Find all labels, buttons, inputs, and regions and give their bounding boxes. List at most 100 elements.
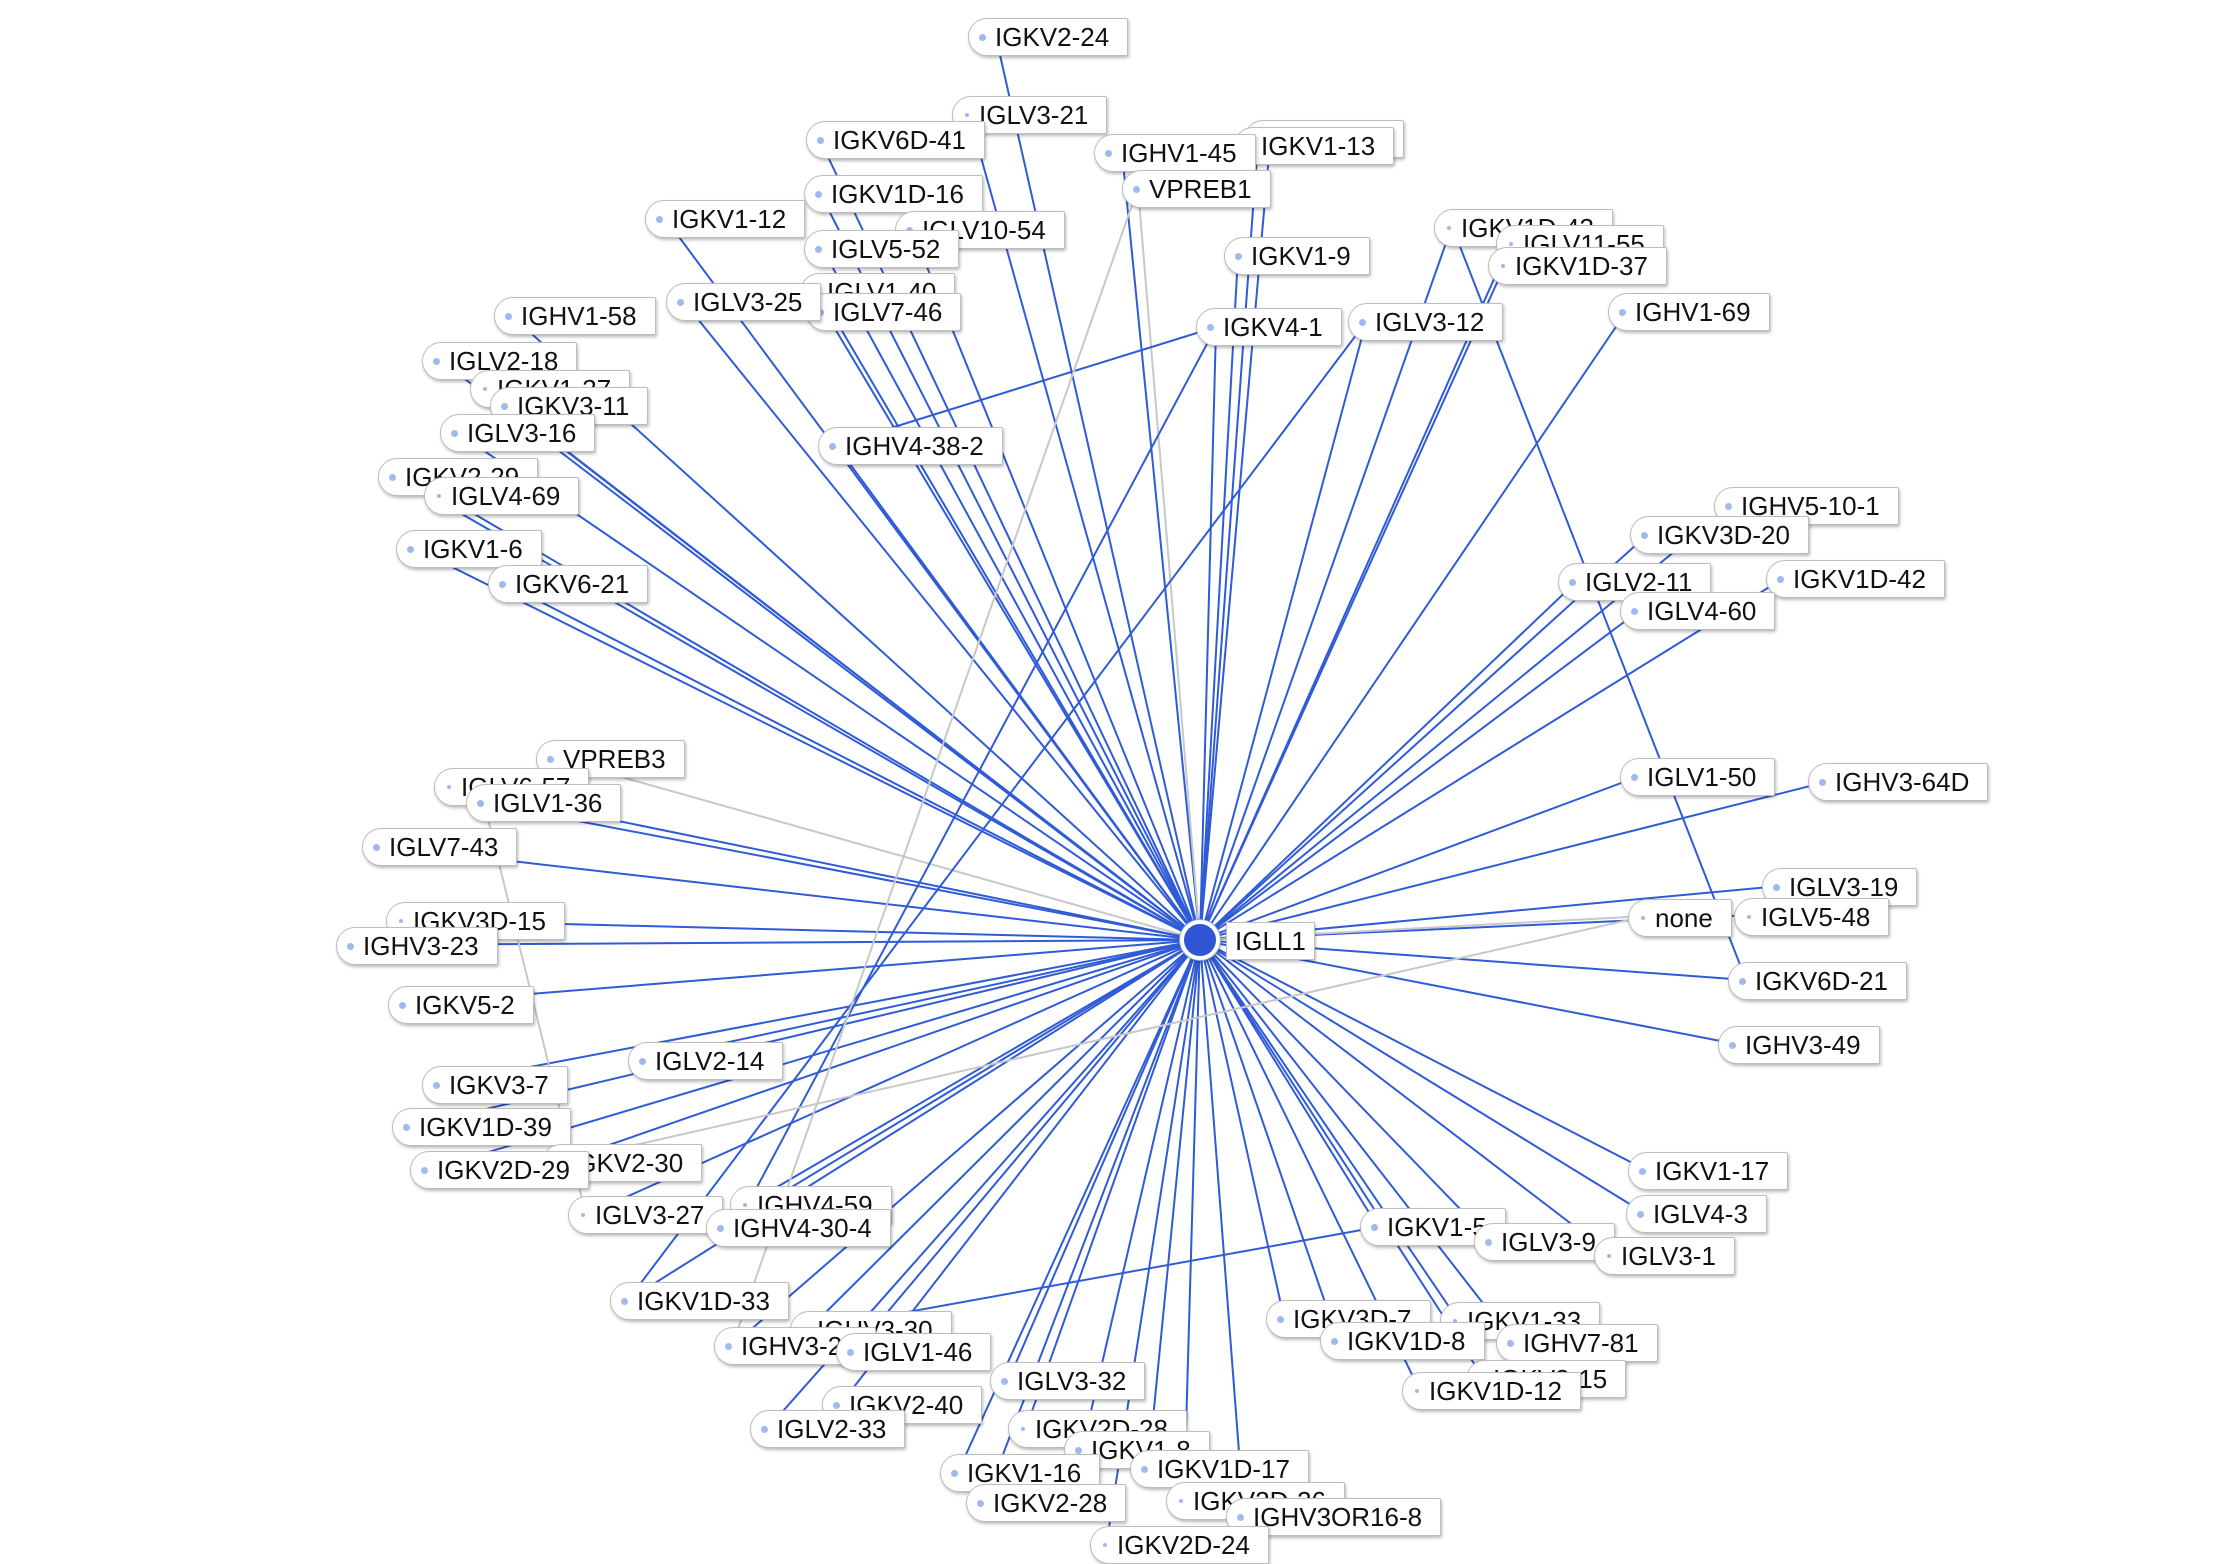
- node-dot-icon: [717, 1224, 724, 1232]
- node-igkv1-13[interactable]: IGKV1-13: [1234, 127, 1395, 165]
- node-igkv2-24[interactable]: IGKV2-24: [968, 18, 1129, 56]
- node-iglv1-46[interactable]: IGLV1-46: [836, 1333, 992, 1371]
- node-dot-icon: [1207, 323, 1214, 331]
- node-dot-icon: [1485, 1238, 1492, 1246]
- node-dot-icon: [399, 919, 403, 923]
- node-iglv1-50[interactable]: IGLV1-50: [1620, 758, 1776, 796]
- node-iglv7-46[interactable]: IGLV7-46: [806, 293, 962, 331]
- edge-igkv1d-8: [1199, 939, 1339, 1341]
- node-label-text: IGHV3-23: [363, 931, 479, 961]
- node-ighv4-30-4[interactable]: IGHV4-30-4: [706, 1209, 891, 1247]
- node-iglv3-27[interactable]: IGLV3-27: [568, 1196, 724, 1234]
- edge-iglv3-12: [1199, 321, 1367, 941]
- node-ighv7-81[interactable]: IGHV7-81: [1496, 1324, 1658, 1362]
- node-igkv2d-29[interactable]: IGKV2D-29: [410, 1151, 589, 1189]
- node-label-text: IGKV1-9: [1251, 241, 1351, 271]
- edge-igkv3-7: [439, 939, 1201, 1085]
- node-iglv3-9[interactable]: IGLV3-9: [1474, 1223, 1615, 1261]
- node-dot-icon: [447, 785, 451, 789]
- node-ighv4-38-2[interactable]: IGHV4-38-2: [818, 427, 1003, 465]
- edge-ighv4-38-2: [835, 444, 1201, 941]
- node-igkv3-7[interactable]: IGKV3-7: [422, 1066, 568, 1104]
- node-igkv1d-12[interactable]: IGKV1D-12: [1402, 1372, 1581, 1410]
- node-ighv3-64d[interactable]: IGHV3-64D: [1808, 763, 1989, 801]
- node-ighv1-58[interactable]: IGHV1-58: [494, 297, 656, 335]
- node-dot-icon: [1415, 1389, 1419, 1393]
- node-label-text: IGKV2-28: [993, 1488, 1108, 1518]
- edge-iglv4-60: [1199, 609, 1641, 941]
- node-iglv4-69[interactable]: IGLV4-69: [424, 477, 580, 515]
- node-iglv4-60[interactable]: IGLV4-60: [1620, 592, 1776, 630]
- node-ighv3-49[interactable]: IGHV3-49: [1718, 1026, 1880, 1064]
- node-igkv1d-37[interactable]: IGKV1D-37: [1488, 247, 1667, 285]
- node-label-text: IGLV7-46: [833, 297, 943, 327]
- node-iglv3-25[interactable]: IGLV3-25: [666, 283, 822, 321]
- cross-edge-1: [747, 326, 1217, 1205]
- node-igkv6d-21[interactable]: IGKV6D-21: [1728, 962, 1907, 1000]
- node-label-text: IGKV1D-17: [1157, 1454, 1290, 1484]
- node-igkv1d-33[interactable]: IGKV1D-33: [610, 1282, 789, 1320]
- node-ighv1-45[interactable]: IGHV1-45: [1094, 134, 1256, 172]
- node-igkv1d-39[interactable]: IGKV1D-39: [392, 1108, 571, 1146]
- node-ighv1-69[interactable]: IGHV1-69: [1608, 293, 1770, 331]
- node-iglv7-43[interactable]: IGLV7-43: [362, 828, 518, 866]
- node-dot-icon: [815, 190, 822, 198]
- edge-ighv3-30: [807, 939, 1201, 1331]
- node-label-text: IGLV3-27: [595, 1200, 705, 1230]
- node-dot-icon: [1371, 1223, 1378, 1231]
- node-iglv2-14[interactable]: IGLV2-14: [628, 1042, 784, 1080]
- node-igkv1-9[interactable]: IGKV1-9: [1224, 237, 1370, 275]
- node-igkv6-21[interactable]: IGKV6-21: [488, 565, 649, 603]
- node-iglv3-12[interactable]: IGLV3-12: [1348, 303, 1504, 341]
- node-igkv1d-17[interactable]: IGKV1D-17: [1130, 1450, 1309, 1488]
- node-igkv2-28[interactable]: IGKV2-28: [966, 1484, 1127, 1522]
- node-iglv5-52[interactable]: IGLV5-52: [804, 230, 960, 268]
- node-label-text: IGHV3OR16-8: [1253, 1502, 1423, 1532]
- node-igkv4-1[interactable]: IGKV4-1: [1196, 308, 1342, 346]
- node-dot-icon: [817, 136, 824, 144]
- node-igkv1-6[interactable]: IGKV1-6: [396, 530, 542, 568]
- node-iglv3-32[interactable]: IGLV3-32: [990, 1362, 1146, 1400]
- edge-igkv6-21: [505, 583, 1201, 941]
- node-dot-icon: [1637, 1210, 1644, 1218]
- node-label-text: IGHV7-81: [1523, 1328, 1639, 1358]
- node-igkv3d-20[interactable]: IGKV3D-20: [1630, 516, 1809, 554]
- node-iglv1-36[interactable]: IGLV1-36: [466, 784, 622, 822]
- node-igkv1-17[interactable]: IGKV1-17: [1628, 1152, 1789, 1190]
- node-igkv1d-8[interactable]: IGKV1D-8: [1320, 1322, 1485, 1360]
- node-label-text: IGLV3-25: [693, 287, 803, 317]
- node-iglv4-3[interactable]: IGLV4-3: [1626, 1195, 1767, 1233]
- node-iglv2-33[interactable]: IGLV2-33: [750, 1410, 906, 1448]
- node-igkv6d-41[interactable]: IGKV6D-41: [806, 121, 985, 159]
- node-label-text: IGHV3-49: [1745, 1030, 1861, 1060]
- node-label-text: IGKV1D-37: [1515, 251, 1648, 281]
- node-dot-icon: [1739, 977, 1746, 985]
- node-igkv1-12[interactable]: IGKV1-12: [645, 200, 806, 238]
- cross-edge-7: [1451, 225, 1747, 981]
- node-label-text: VPREB1: [1149, 174, 1252, 204]
- edge-igkv2-30: [559, 939, 1201, 1163]
- node-vpreb1[interactable]: VPREB1: [1122, 170, 1271, 208]
- node-none[interactable]: none: [1628, 899, 1732, 937]
- node-ighv3-23[interactable]: IGHV3-23: [336, 927, 498, 965]
- edge-igkv1d-42: [1199, 577, 1785, 941]
- node-dot-icon: [433, 357, 440, 365]
- node-dot-icon: [743, 1203, 747, 1207]
- node-igkv1d-16[interactable]: IGKV1D-16: [804, 175, 983, 213]
- node-label-text: IGKV4-1: [1223, 312, 1323, 342]
- node-dot-icon: [833, 1401, 840, 1409]
- hub-node-label[interactable]: IGLL1: [1226, 922, 1315, 960]
- node-igkv5-2[interactable]: IGKV5-2: [388, 986, 534, 1024]
- edge-ighv7-81: [1199, 939, 1515, 1344]
- hub-node[interactable]: [1180, 920, 1220, 960]
- node-igkv2d-24[interactable]: IGKV2D-24: [1090, 1526, 1269, 1564]
- edge-ighv3or16-8: [1199, 939, 1245, 1519]
- node-igkv1d-42[interactable]: IGKV1D-42: [1766, 560, 1945, 598]
- node-label-text: IGKV1D-42: [1793, 564, 1926, 594]
- edge-iglv4-3: [1199, 939, 1647, 1215]
- node-dot-icon: [951, 1469, 958, 1477]
- node-iglv3-16[interactable]: IGLV3-16: [440, 414, 596, 452]
- node-iglv5-48[interactable]: IGLV5-48: [1734, 898, 1890, 936]
- node-iglv3-1[interactable]: IGLV3-1: [1594, 1237, 1735, 1275]
